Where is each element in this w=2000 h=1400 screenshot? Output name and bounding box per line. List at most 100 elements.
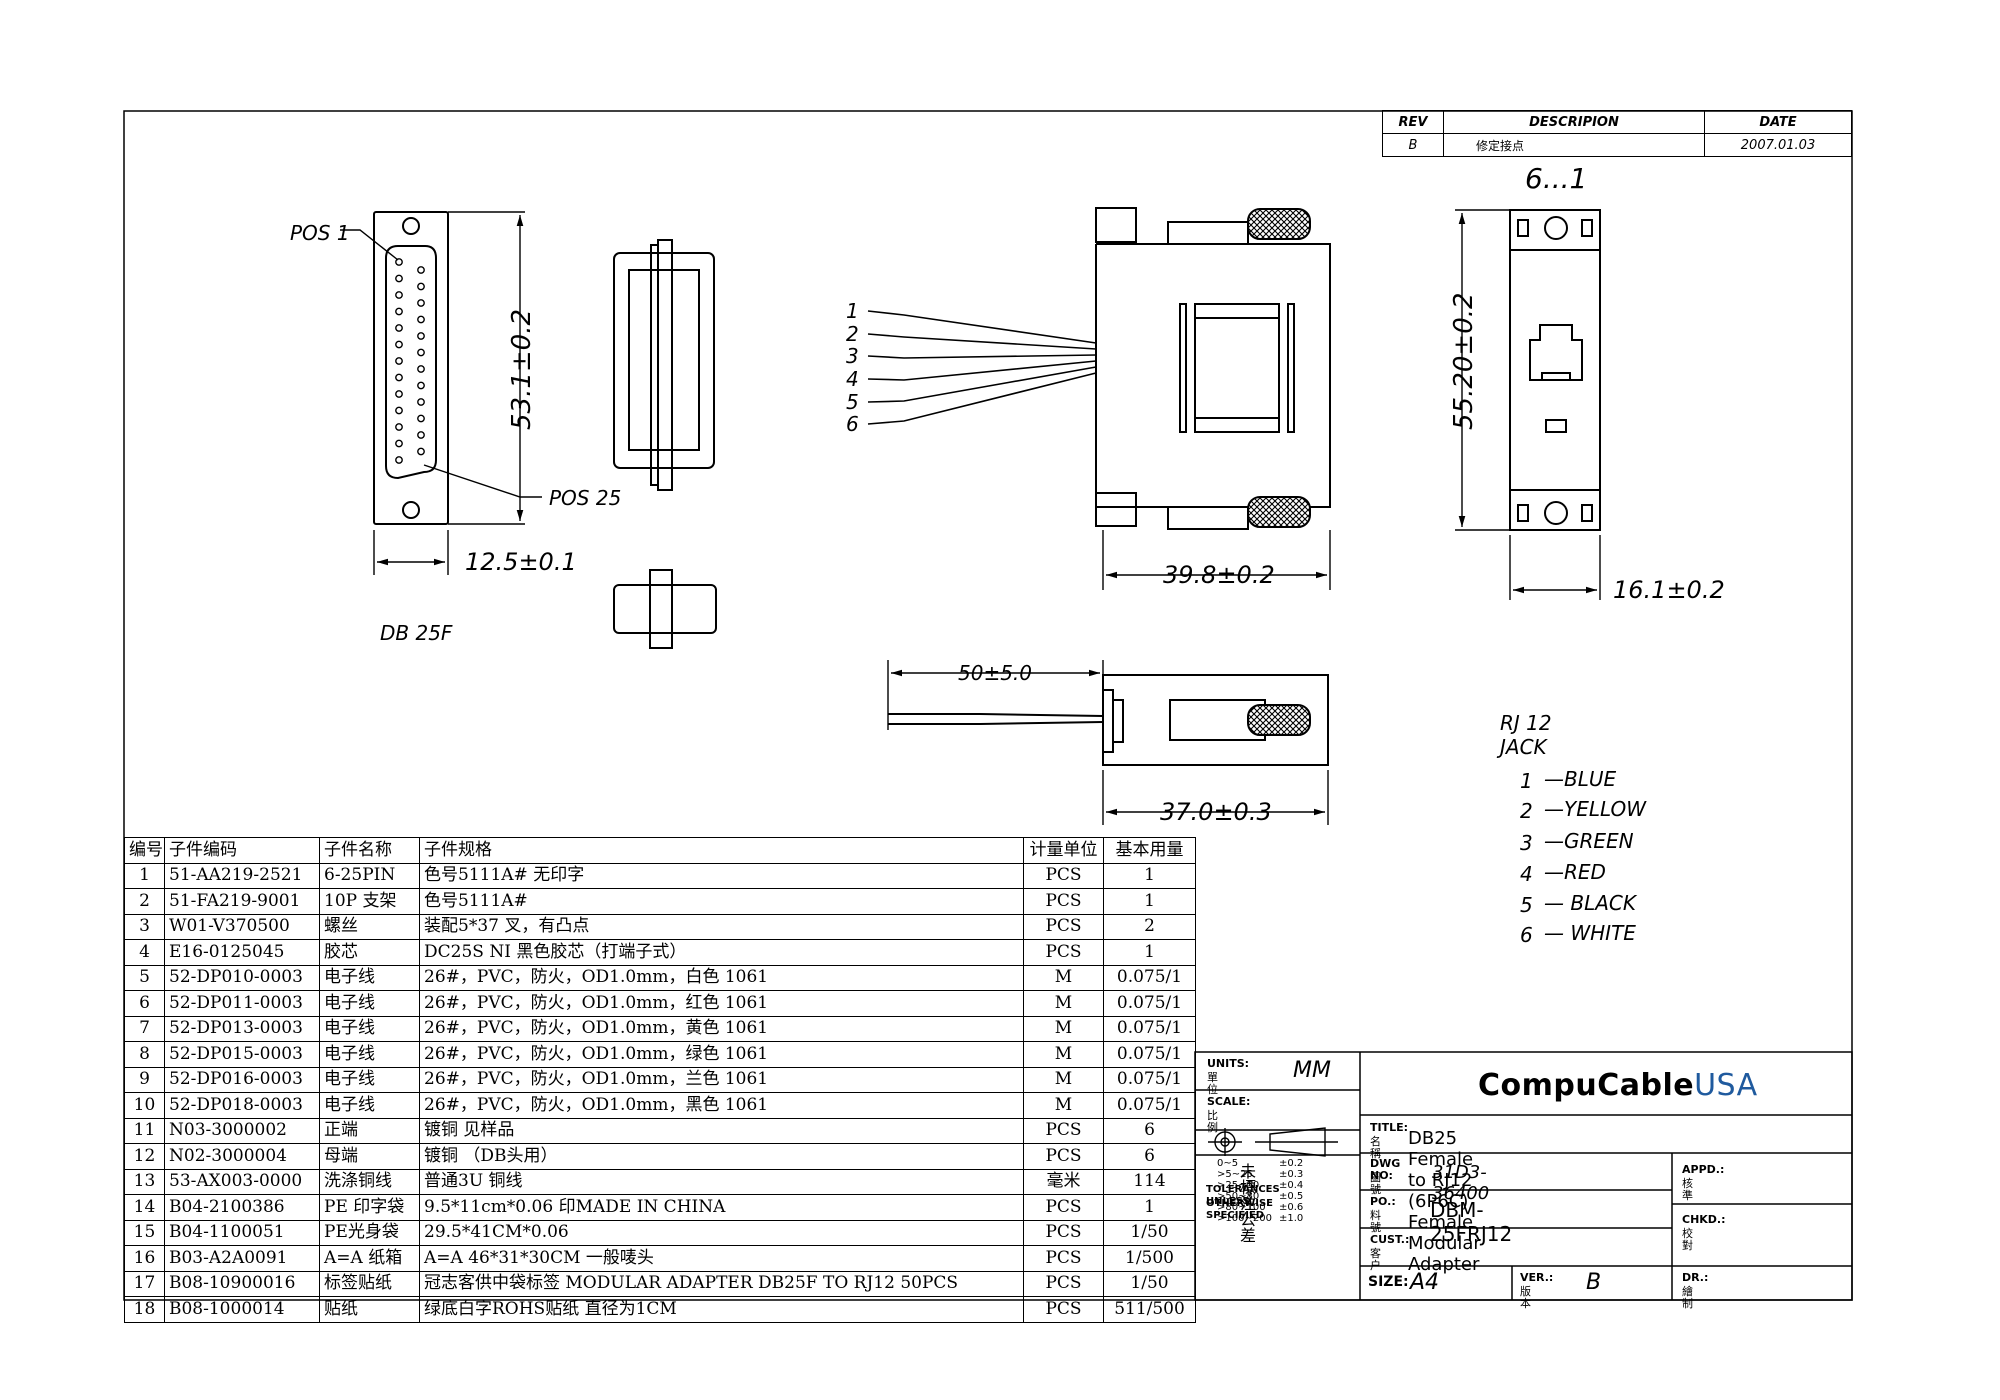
bom-cell: 26#，PVC，防火，OD1.0mm，兰色 1061: [419, 1066, 1024, 1093]
db25-top-view: [613, 569, 717, 649]
side-width-dim: 39.8±0.2: [1163, 561, 1275, 589]
bom-cell: 电子线: [319, 1041, 420, 1068]
bom-cell: PCS: [1023, 1296, 1104, 1323]
bom-cell: 1: [1103, 888, 1196, 915]
rev-header: DESCRIPION: [1443, 110, 1705, 134]
rev-header: REV: [1382, 110, 1444, 134]
db25-pin: [417, 431, 425, 439]
dr-label: DR.:: [1682, 1271, 1709, 1284]
pin-range-label: 6...1: [1525, 162, 1587, 195]
rj12-title: RJ 12: [1500, 711, 1552, 735]
cust-label: CUST.:: [1370, 1233, 1410, 1246]
ver-label: VER.:: [1520, 1271, 1554, 1284]
po-number: DBM-25FRJ12: [1430, 1198, 1513, 1246]
bom-cell: 镀铜 见样品: [419, 1117, 1024, 1144]
bom-cell: 51-AA219-2521: [164, 862, 320, 889]
scale-cn: 比 例: [1207, 1109, 1218, 1134]
db25-pin: [417, 447, 425, 456]
revision-table: REV DESCRIPION DATE B 修定接点 2007.01.03: [1382, 110, 1852, 157]
wire-length-dim: 50±5.0: [958, 661, 1032, 685]
appd-label: APPD.:: [1682, 1163, 1725, 1176]
bom-cell: B03-A2A0091: [164, 1245, 320, 1272]
bom-cell: 9.5*11cm*0.06 印MADE IN CHINA: [419, 1194, 1024, 1221]
bom-cell: DC25S NI 黑色胶芯（打端子式）: [419, 939, 1024, 966]
bom-cell: 6: [1103, 1117, 1196, 1144]
po-cn: 料 號: [1370, 1209, 1381, 1234]
bom-cell: 12: [124, 1143, 165, 1170]
chkd-label: CHKD.:: [1682, 1213, 1726, 1226]
bom-cell: PCS: [1023, 939, 1104, 966]
bom-cell: 洗涤铜线: [319, 1168, 420, 1195]
bom-cell: 1/500: [1103, 1245, 1196, 1272]
bom-cell: 53-AX003-0000: [164, 1168, 320, 1195]
bom-cell: B08-10900016: [164, 1270, 320, 1297]
rj12-legend: RJ 12 JACK 1 —BLUE 2 —YELLOW 3 —GREEN 4 …: [1496, 711, 1647, 947]
bom-cell: 标签贴纸: [319, 1270, 420, 1297]
bom-cell: 13: [124, 1168, 165, 1195]
db25-pin: [395, 291, 403, 299]
bom-cell: PCS: [1023, 1143, 1104, 1170]
bom-cell: 5: [124, 964, 165, 991]
logo-suffix-text: USA: [1694, 1068, 1758, 1103]
db25-pin: [395, 373, 403, 382]
bom-cell: PCS: [1023, 862, 1104, 889]
tolerance-range: >5~25: [1217, 1169, 1253, 1180]
tolerance-en2: OTHERWISE SPECIFIED: [1206, 1198, 1274, 1221]
dwg-label: DWG NO:: [1370, 1157, 1401, 1182]
bom-cell: 29.5*41CM*0.06: [419, 1219, 1024, 1246]
rj12-pin-num: 2: [1520, 799, 1533, 823]
bom-cell: W01-V370500: [164, 913, 320, 940]
bom-cell: 16: [124, 1245, 165, 1272]
bom-cell: B04-1100051: [164, 1219, 320, 1246]
dwg-cn: 圖 號: [1370, 1171, 1381, 1196]
rj12-pin-num: 6: [1520, 923, 1533, 947]
bom-cell: 26#，PVC，防火，OD1.0mm，黑色 1061: [419, 1092, 1024, 1119]
bom-cell: 11: [124, 1117, 165, 1144]
company-logo: CompuCableUSA: [1478, 1068, 1758, 1103]
bom-cell: 1/50: [1103, 1270, 1196, 1297]
db25-pin: [395, 307, 403, 316]
logo-main-text: CompuCable: [1478, 1068, 1695, 1103]
bom-cell: 17: [124, 1270, 165, 1297]
rj-height-dim: 55.20±0.2: [1449, 292, 1479, 430]
bom-cell: 52-DP018-0003: [164, 1092, 320, 1119]
bom-cell: N02-3000004: [164, 1143, 320, 1170]
tolerance-range: >80~100: [1217, 1202, 1266, 1213]
bom-cell: A=A 纸箱: [319, 1245, 420, 1272]
bom-header-cell: 基本用量: [1103, 837, 1196, 864]
tolerance-range: >25~50: [1217, 1180, 1260, 1191]
db25-name: DB 25F: [380, 621, 453, 645]
bom-cell: 0.075/1: [1103, 1041, 1196, 1068]
tolerance-value: ±0.4: [1279, 1180, 1304, 1191]
size-label: SIZE:: [1368, 1274, 1409, 1290]
bom-cell: 26#，PVC，防火，OD1.0mm，红色 1061: [419, 990, 1024, 1017]
title-label: TITLE:: [1370, 1121, 1409, 1134]
bom-cell: N03-3000002: [164, 1117, 320, 1144]
tolerance-cn: 未標注公差: [1240, 1162, 1257, 1245]
bom-cell: 电子线: [319, 1015, 420, 1042]
rev-cell: 修定接点: [1443, 133, 1705, 157]
tolerance-value: ±0.5: [1279, 1191, 1304, 1202]
title-cn: 名 稱: [1370, 1135, 1381, 1160]
db25-pin: [417, 414, 425, 423]
bom-cell: PCS: [1023, 1245, 1104, 1272]
bom-cell: PCS: [1023, 1117, 1104, 1144]
units-value: MM: [1293, 1058, 1331, 1083]
bom-cell: 1: [1103, 939, 1196, 966]
db25-pin: [417, 299, 425, 307]
bom-cell: 2: [1103, 913, 1196, 940]
rj-width-dim: 16.1±0.2: [1613, 576, 1725, 604]
db25-pin: [395, 340, 403, 349]
tolerance-row: 0~5±0.2: [1203, 1158, 1303, 1169]
tolerance-value: ±1.0: [1279, 1213, 1304, 1224]
rev-row: B 修定接点 2007.01.03: [1382, 133, 1852, 157]
